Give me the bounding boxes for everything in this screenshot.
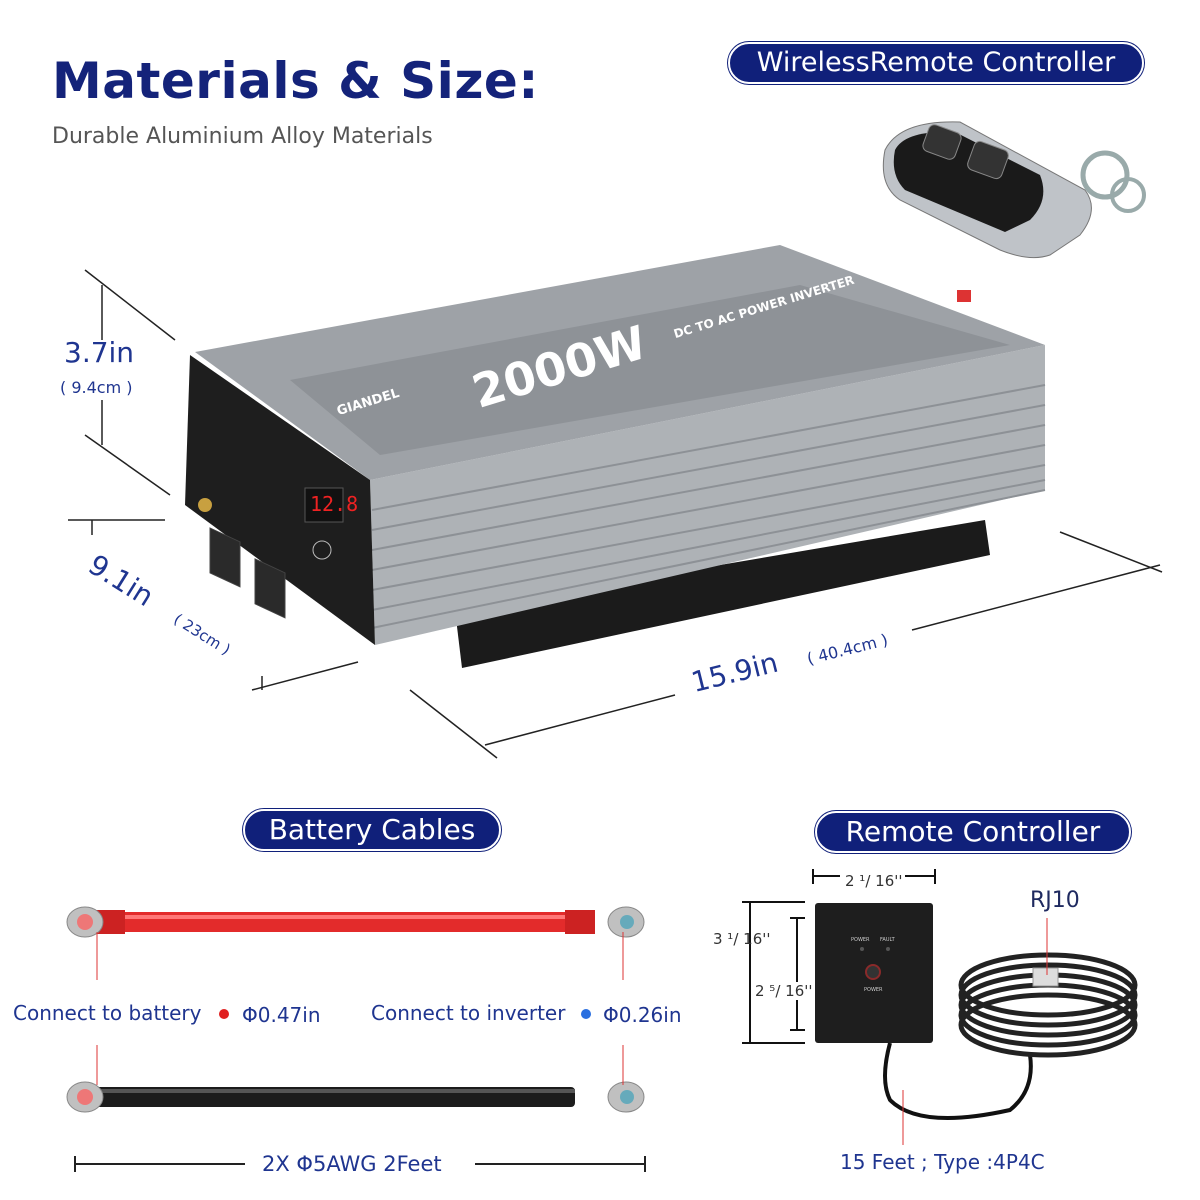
panel-power-button-icon [865, 964, 881, 980]
ac-outlet-icon [254, 558, 286, 619]
remote-controller-badge: Remote Controller [815, 811, 1131, 853]
black-battery-cable [66, 1081, 645, 1113]
remote-cable-spec: 15 Feet ; Type :4P4C [840, 1150, 1045, 1174]
connector-label: RJ10 [1030, 888, 1080, 913]
led-fault-label: FAULT [880, 937, 895, 943]
red-battery-cable [66, 906, 645, 938]
battery-cables-badge: Battery Cables [243, 809, 501, 851]
power-button-icon [312, 540, 332, 560]
page-subtitle: Durable Aluminium Alloy Materials [52, 124, 433, 149]
callout-lines [96, 932, 624, 1085]
connect-battery-label: Connect to battery [13, 1001, 202, 1025]
inverter-display: 12.8 [310, 492, 359, 516]
led-power-label: POWER [851, 937, 870, 943]
page-title: Materials & Size: [52, 52, 539, 110]
remote-panel-illustration [742, 869, 1138, 1145]
battery-dot [219, 1009, 229, 1019]
panel-width: 2 ¹/ 16'' [845, 872, 903, 890]
inverter-terminal-diameter: Φ0.26in [603, 1003, 682, 1027]
connect-inverter-label: Connect to inverter [371, 1001, 566, 1025]
inverter-dot [581, 1009, 591, 1019]
battery-terminal-diameter: Φ0.47in [242, 1003, 321, 1027]
inverter-side [370, 345, 1045, 645]
panel-inner-height: 2 ⁵/ 16'' [755, 982, 813, 1000]
ac-outlet-icon [209, 527, 241, 588]
cable-spec: 2X Φ5AWG 2Feet [262, 1152, 442, 1176]
height-inches: 3.7in [64, 336, 135, 369]
wireless-remote-badge: WirelessRemote Controller [728, 42, 1144, 84]
key-fob-remote-icon [882, 121, 1146, 259]
inverter-base [455, 520, 990, 668]
dimension-lines [68, 269, 1163, 759]
inverter-front-panel [185, 355, 375, 645]
inverter-illustration [185, 245, 1046, 668]
terminal-icon [198, 498, 212, 512]
panel-button-label: POWER [864, 987, 883, 993]
panel-outer-height: 3 ¹/ 16'' [713, 930, 771, 948]
height-cm: ( 9.4cm ) [60, 378, 133, 397]
